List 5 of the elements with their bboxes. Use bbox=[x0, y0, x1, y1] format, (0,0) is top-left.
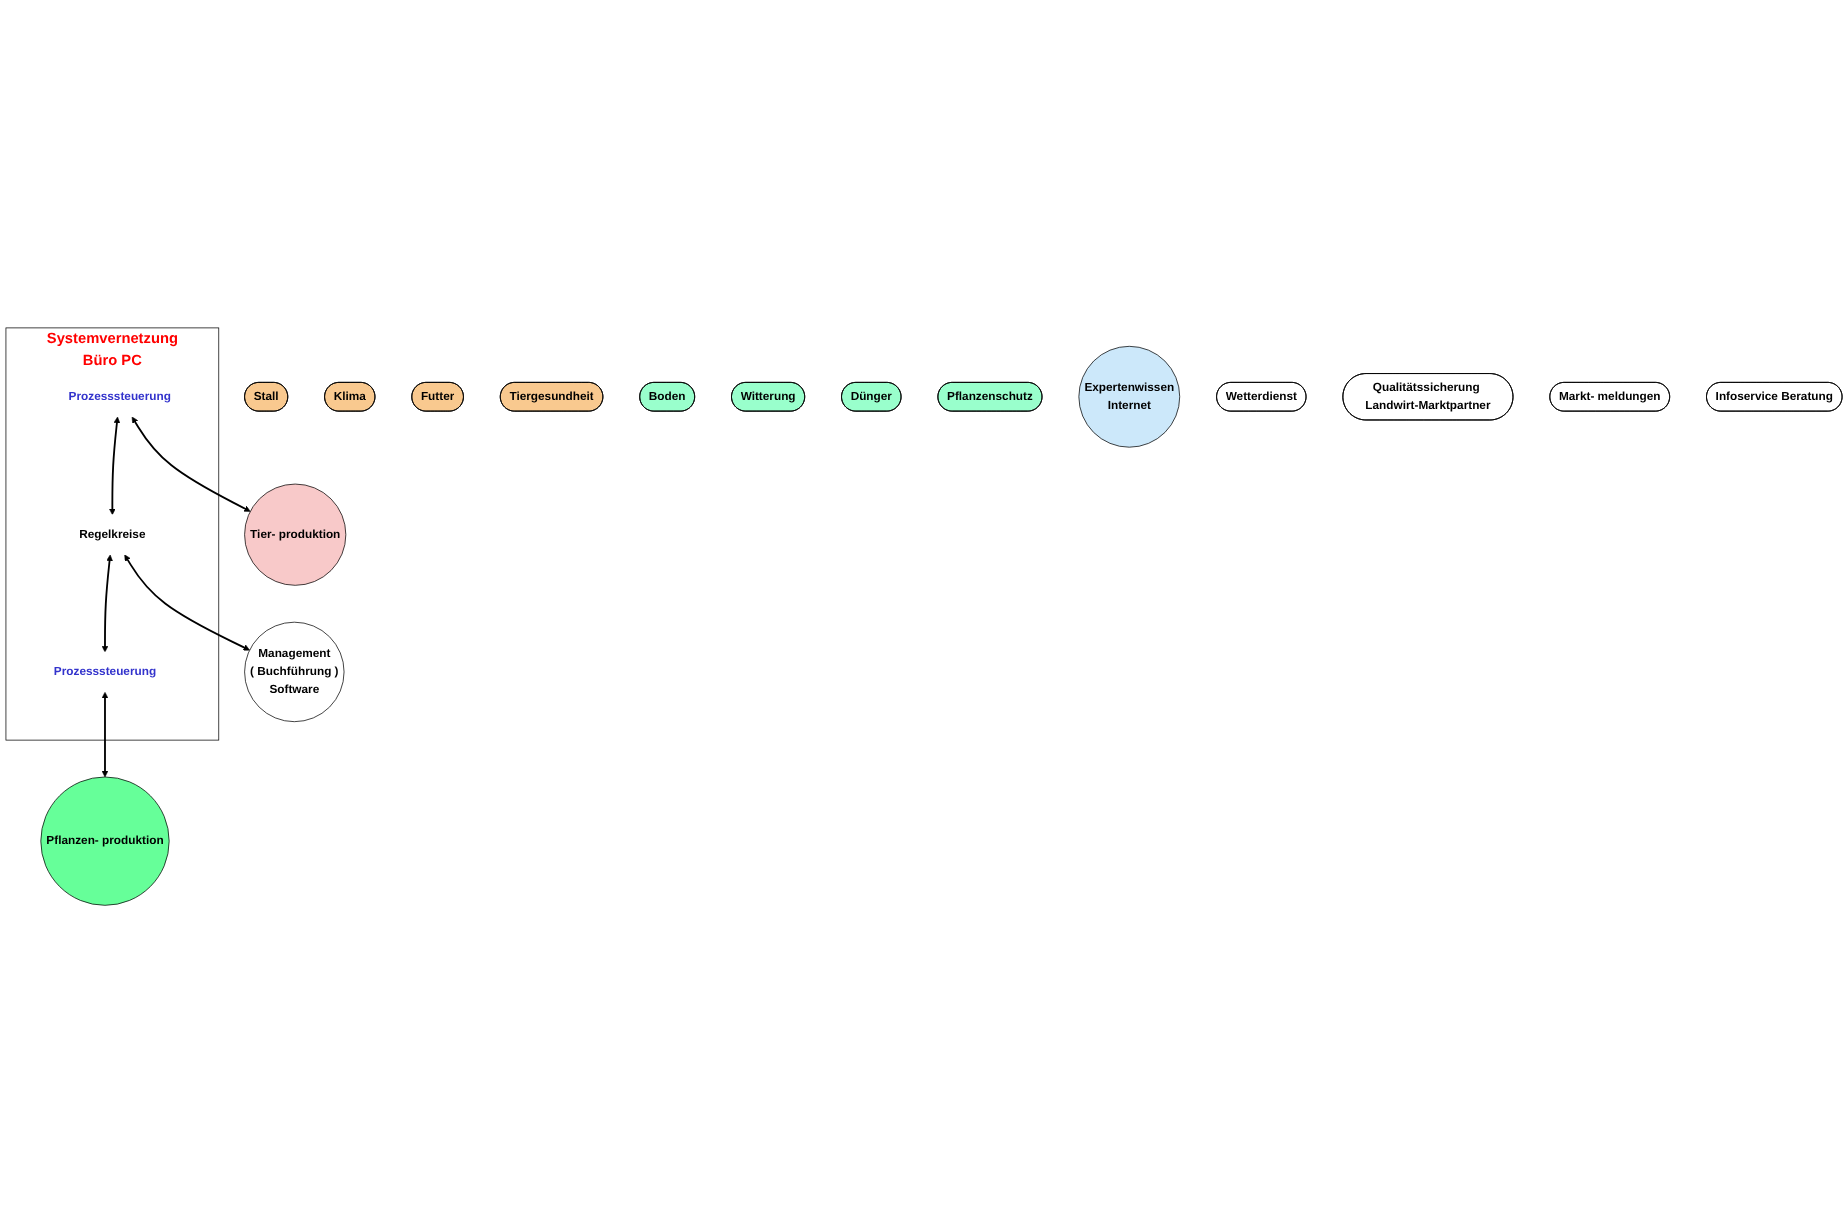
arrow bbox=[101, 553, 113, 652]
arrow bbox=[109, 416, 121, 515]
arrow bbox=[131, 416, 251, 512]
arrow bbox=[101, 691, 109, 777]
arrow bbox=[124, 553, 250, 650]
